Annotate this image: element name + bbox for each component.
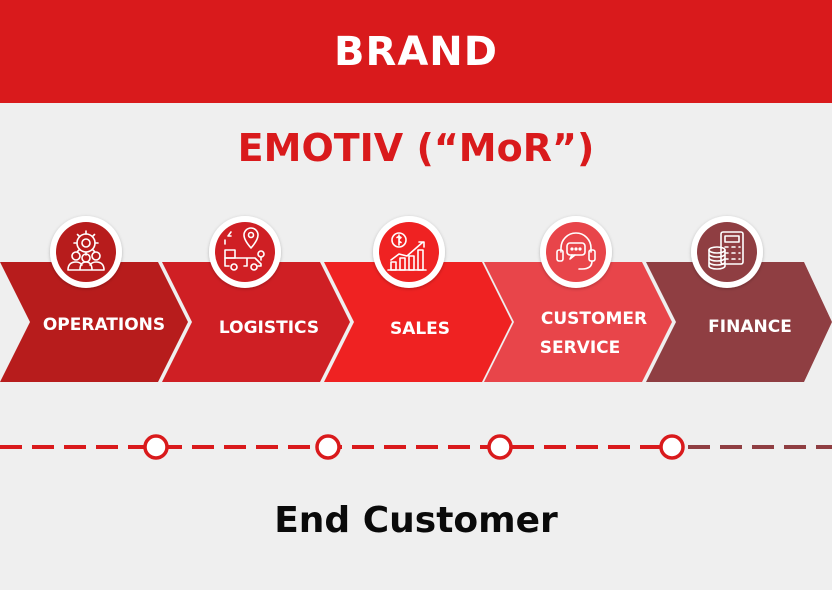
brand-title: BRAND	[334, 28, 498, 75]
timeline-node	[659, 434, 685, 460]
sales-growth-icon	[373, 216, 445, 288]
step-label-customer: CUSTOMER	[541, 309, 647, 329]
svg-text:SERVICE: SERVICE	[540, 338, 621, 358]
step-operations: OPERATIONS	[0, 262, 188, 382]
step-label-service: SERVICE	[540, 338, 621, 358]
step-label-operations: OPERATIONS	[43, 315, 165, 335]
end-customer-title: End Customer	[274, 500, 558, 541]
step-label-logistics: LOGISTICS	[219, 318, 319, 338]
calculator-coins-icon	[691, 216, 763, 288]
svg-text:SALES: SALES	[390, 319, 450, 339]
gear-team-icon	[50, 216, 122, 288]
svg-text:OPERATIONS: OPERATIONS	[43, 315, 165, 335]
svg-text:LOGISTICS: LOGISTICS	[219, 318, 319, 338]
svg-text:CUSTOMER: CUSTOMER	[541, 309, 647, 329]
headset-support-icon	[540, 216, 612, 288]
step-label-finance: FINANCE	[708, 317, 792, 337]
step-label-sales: SALES	[390, 319, 450, 339]
step-logistics: LOGISTICS	[162, 262, 350, 382]
merchant-of-record-title: EMOTIV (“MoR”)	[237, 126, 595, 170]
timeline-node	[315, 434, 341, 460]
timeline-node	[487, 434, 513, 460]
timeline-node	[143, 434, 169, 460]
brand-header: BRAND	[0, 0, 832, 103]
step-customer-service: CUSTOMER SERVICE	[484, 262, 672, 382]
step-sales: SALES	[324, 262, 512, 382]
delivery-truck-icon	[209, 216, 281, 288]
svg-text:FINANCE: FINANCE	[708, 317, 792, 337]
timeline	[0, 434, 832, 460]
step-finance: FINANCE	[646, 262, 832, 382]
